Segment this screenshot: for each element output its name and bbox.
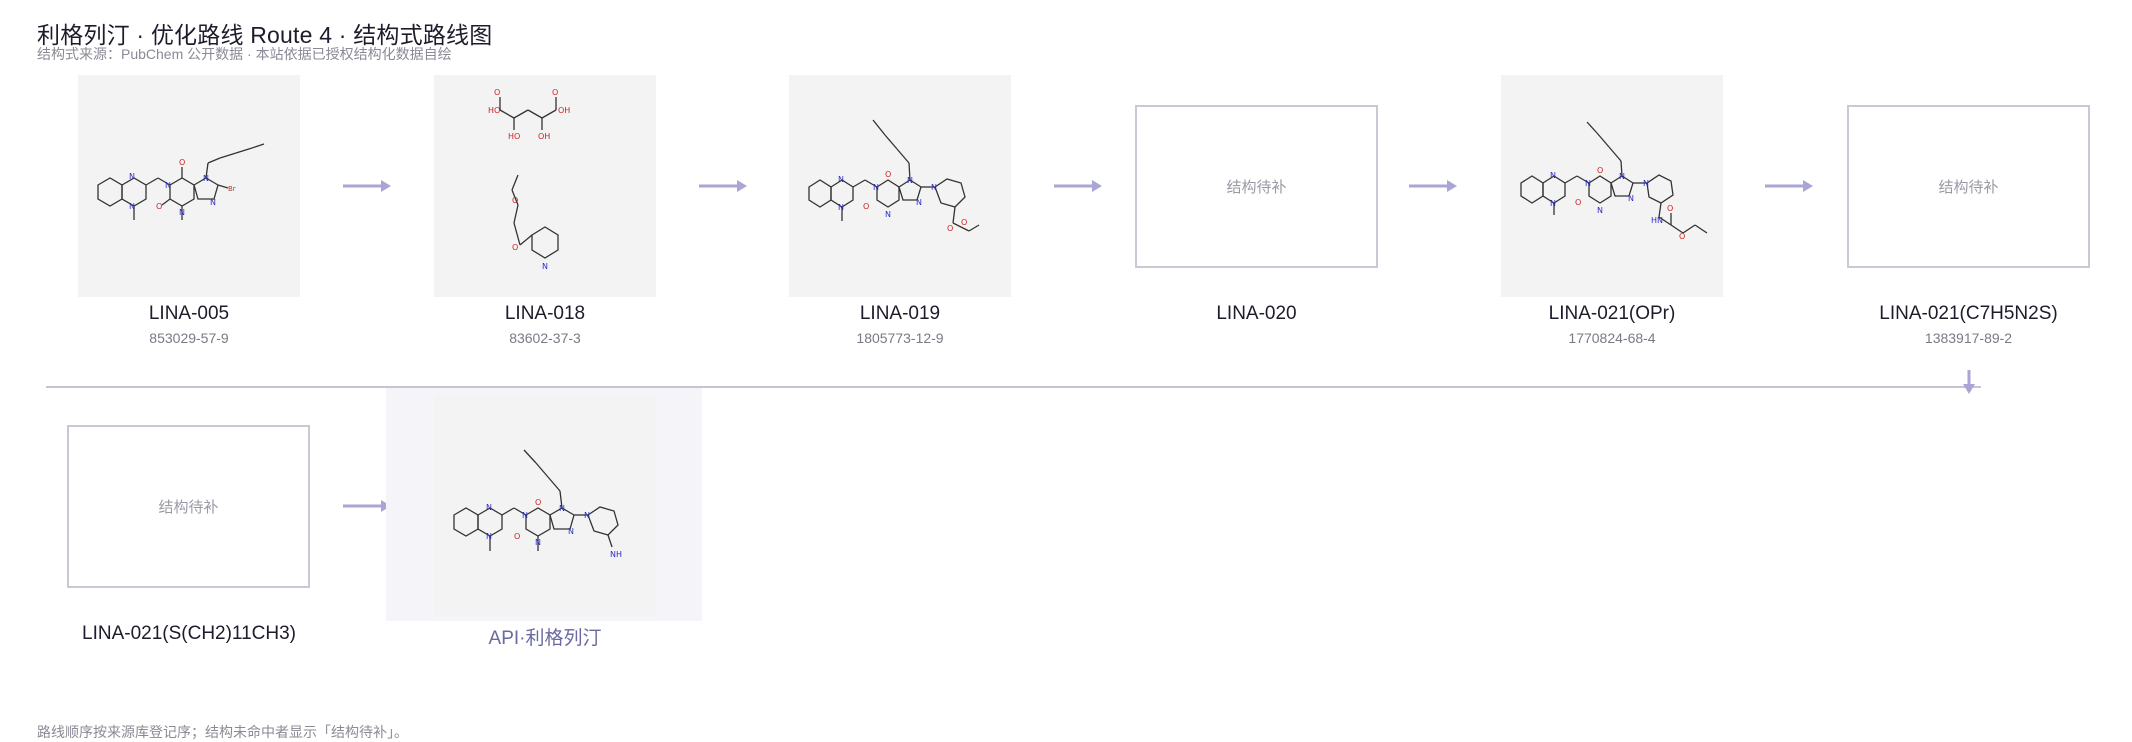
cas-number: 83602-37-3: [509, 330, 581, 346]
svg-text:N: N: [522, 511, 528, 520]
svg-text:N: N: [885, 210, 891, 219]
step-label: LINA-021(S(CH2)11CH3): [82, 623, 296, 644]
svg-text:N: N: [1550, 199, 1556, 208]
arrow-right-icon: [343, 496, 391, 516]
step-label-api: API·利格列汀: [488, 628, 602, 649]
svg-text:N: N: [165, 181, 171, 190]
svg-text:N: N: [559, 504, 565, 513]
page-title: 利格列汀 · 优化路线 Route 4 · 结构式路线图: [37, 22, 493, 48]
svg-text:O: O: [552, 88, 558, 97]
svg-text:HO: HO: [508, 132, 520, 141]
svg-text:O: O: [156, 202, 162, 211]
footnote: 路线顺序按来源库登记序；结构未命中者显示「结构待补」。: [37, 724, 408, 740]
svg-text:O: O: [1679, 232, 1685, 241]
arrow-down-icon: [1961, 370, 1977, 394]
page-subtitle: 结构式来源：PubChem 公开数据 · 本站依据已授权结构化数据自绘: [37, 46, 452, 62]
svg-text:O: O: [535, 498, 541, 507]
arrow-right-icon: [343, 176, 391, 196]
linagliptin-molecule-icon: N N N N N N N NH O O: [453, 449, 622, 559]
svg-text:O: O: [947, 224, 953, 233]
svg-text:O: O: [512, 243, 518, 252]
cas-number: 1383917-89-2: [1924, 330, 2013, 346]
svg-text:OH: OH: [558, 106, 570, 115]
svg-text:O: O: [1597, 166, 1603, 175]
svg-text:N: N: [838, 175, 844, 184]
svg-text:HO: HO: [488, 106, 500, 115]
step-label: LINA-021(C7H5N2S): [1879, 303, 2058, 324]
cas-number: 1805773-12-9: [856, 330, 944, 346]
svg-text:N: N: [486, 532, 492, 541]
svg-text:N: N: [486, 503, 492, 512]
arrow-right-icon: [699, 176, 747, 196]
svg-text:N: N: [907, 176, 913, 185]
svg-text:O: O: [1575, 198, 1581, 207]
svg-text:O: O: [179, 158, 185, 167]
structure-placeholder: 结构待补: [1847, 105, 2090, 268]
svg-text:O: O: [494, 88, 500, 97]
svg-text:N: N: [1585, 179, 1591, 188]
placeholder-text: 结构待补: [1226, 179, 1287, 196]
svg-text:N: N: [1597, 206, 1603, 215]
svg-text:N: N: [535, 538, 541, 547]
arrow-right-icon: [1054, 176, 1102, 196]
step-label: LINA-021(OPr): [1548, 303, 1676, 324]
svg-text:N: N: [210, 198, 216, 207]
quinazoline-xanthine-bromo-molecule-icon: N N N N N N O O Br: [97, 143, 265, 220]
svg-text:O: O: [863, 202, 869, 211]
structure-placeholder: 结构待补: [67, 425, 310, 588]
svg-text:O: O: [512, 196, 518, 205]
svg-text:N: N: [568, 527, 574, 536]
step-label: LINA-020: [1216, 303, 1297, 324]
svg-text:N: N: [129, 172, 135, 181]
cas-number: 1770824-68-4: [1568, 330, 1656, 346]
svg-text:N: N: [542, 262, 548, 271]
cas-number: 853029-57-9: [149, 330, 229, 346]
svg-text:N: N: [1619, 172, 1625, 181]
svg-text:N: N: [916, 198, 922, 207]
svg-text:Br: Br: [228, 185, 236, 193]
placeholder-text: 结构待补: [158, 499, 219, 516]
step-label: LINA-005: [148, 303, 230, 324]
svg-text:O: O: [514, 532, 520, 541]
svg-text:N: N: [1643, 179, 1649, 188]
row-divider: [46, 386, 1981, 388]
svg-text:N: N: [179, 208, 185, 217]
svg-text:O: O: [1667, 204, 1673, 213]
svg-text:N: N: [1550, 171, 1556, 180]
svg-text:NH: NH: [610, 550, 622, 559]
structure-image-api: N N N N N N N NH O O: [434, 395, 656, 617]
svg-text:O: O: [885, 170, 891, 179]
svg-text:N: N: [931, 183, 937, 192]
structure-placeholder: 结构待补: [1135, 105, 1378, 268]
svg-text:N: N: [129, 202, 135, 211]
step-label: LINA-019: [859, 303, 941, 324]
placeholder-text: 结构待补: [1938, 179, 1999, 196]
arrow-right-icon: [1409, 176, 1457, 196]
svg-text:N: N: [838, 203, 844, 212]
structure-image-lina-005: N N N N N N O O Br: [78, 75, 300, 297]
svg-text:N: N: [1628, 194, 1634, 203]
arrow-right-icon: [1765, 176, 1813, 196]
svg-text:N: N: [203, 174, 209, 183]
svg-text:HN: HN: [1651, 216, 1663, 225]
step-label: LINA-018: [504, 303, 586, 324]
svg-text:OH: OH: [538, 132, 550, 141]
svg-text:N: N: [584, 511, 590, 520]
svg-text:O: O: [961, 218, 967, 227]
svg-text:N: N: [873, 183, 879, 192]
